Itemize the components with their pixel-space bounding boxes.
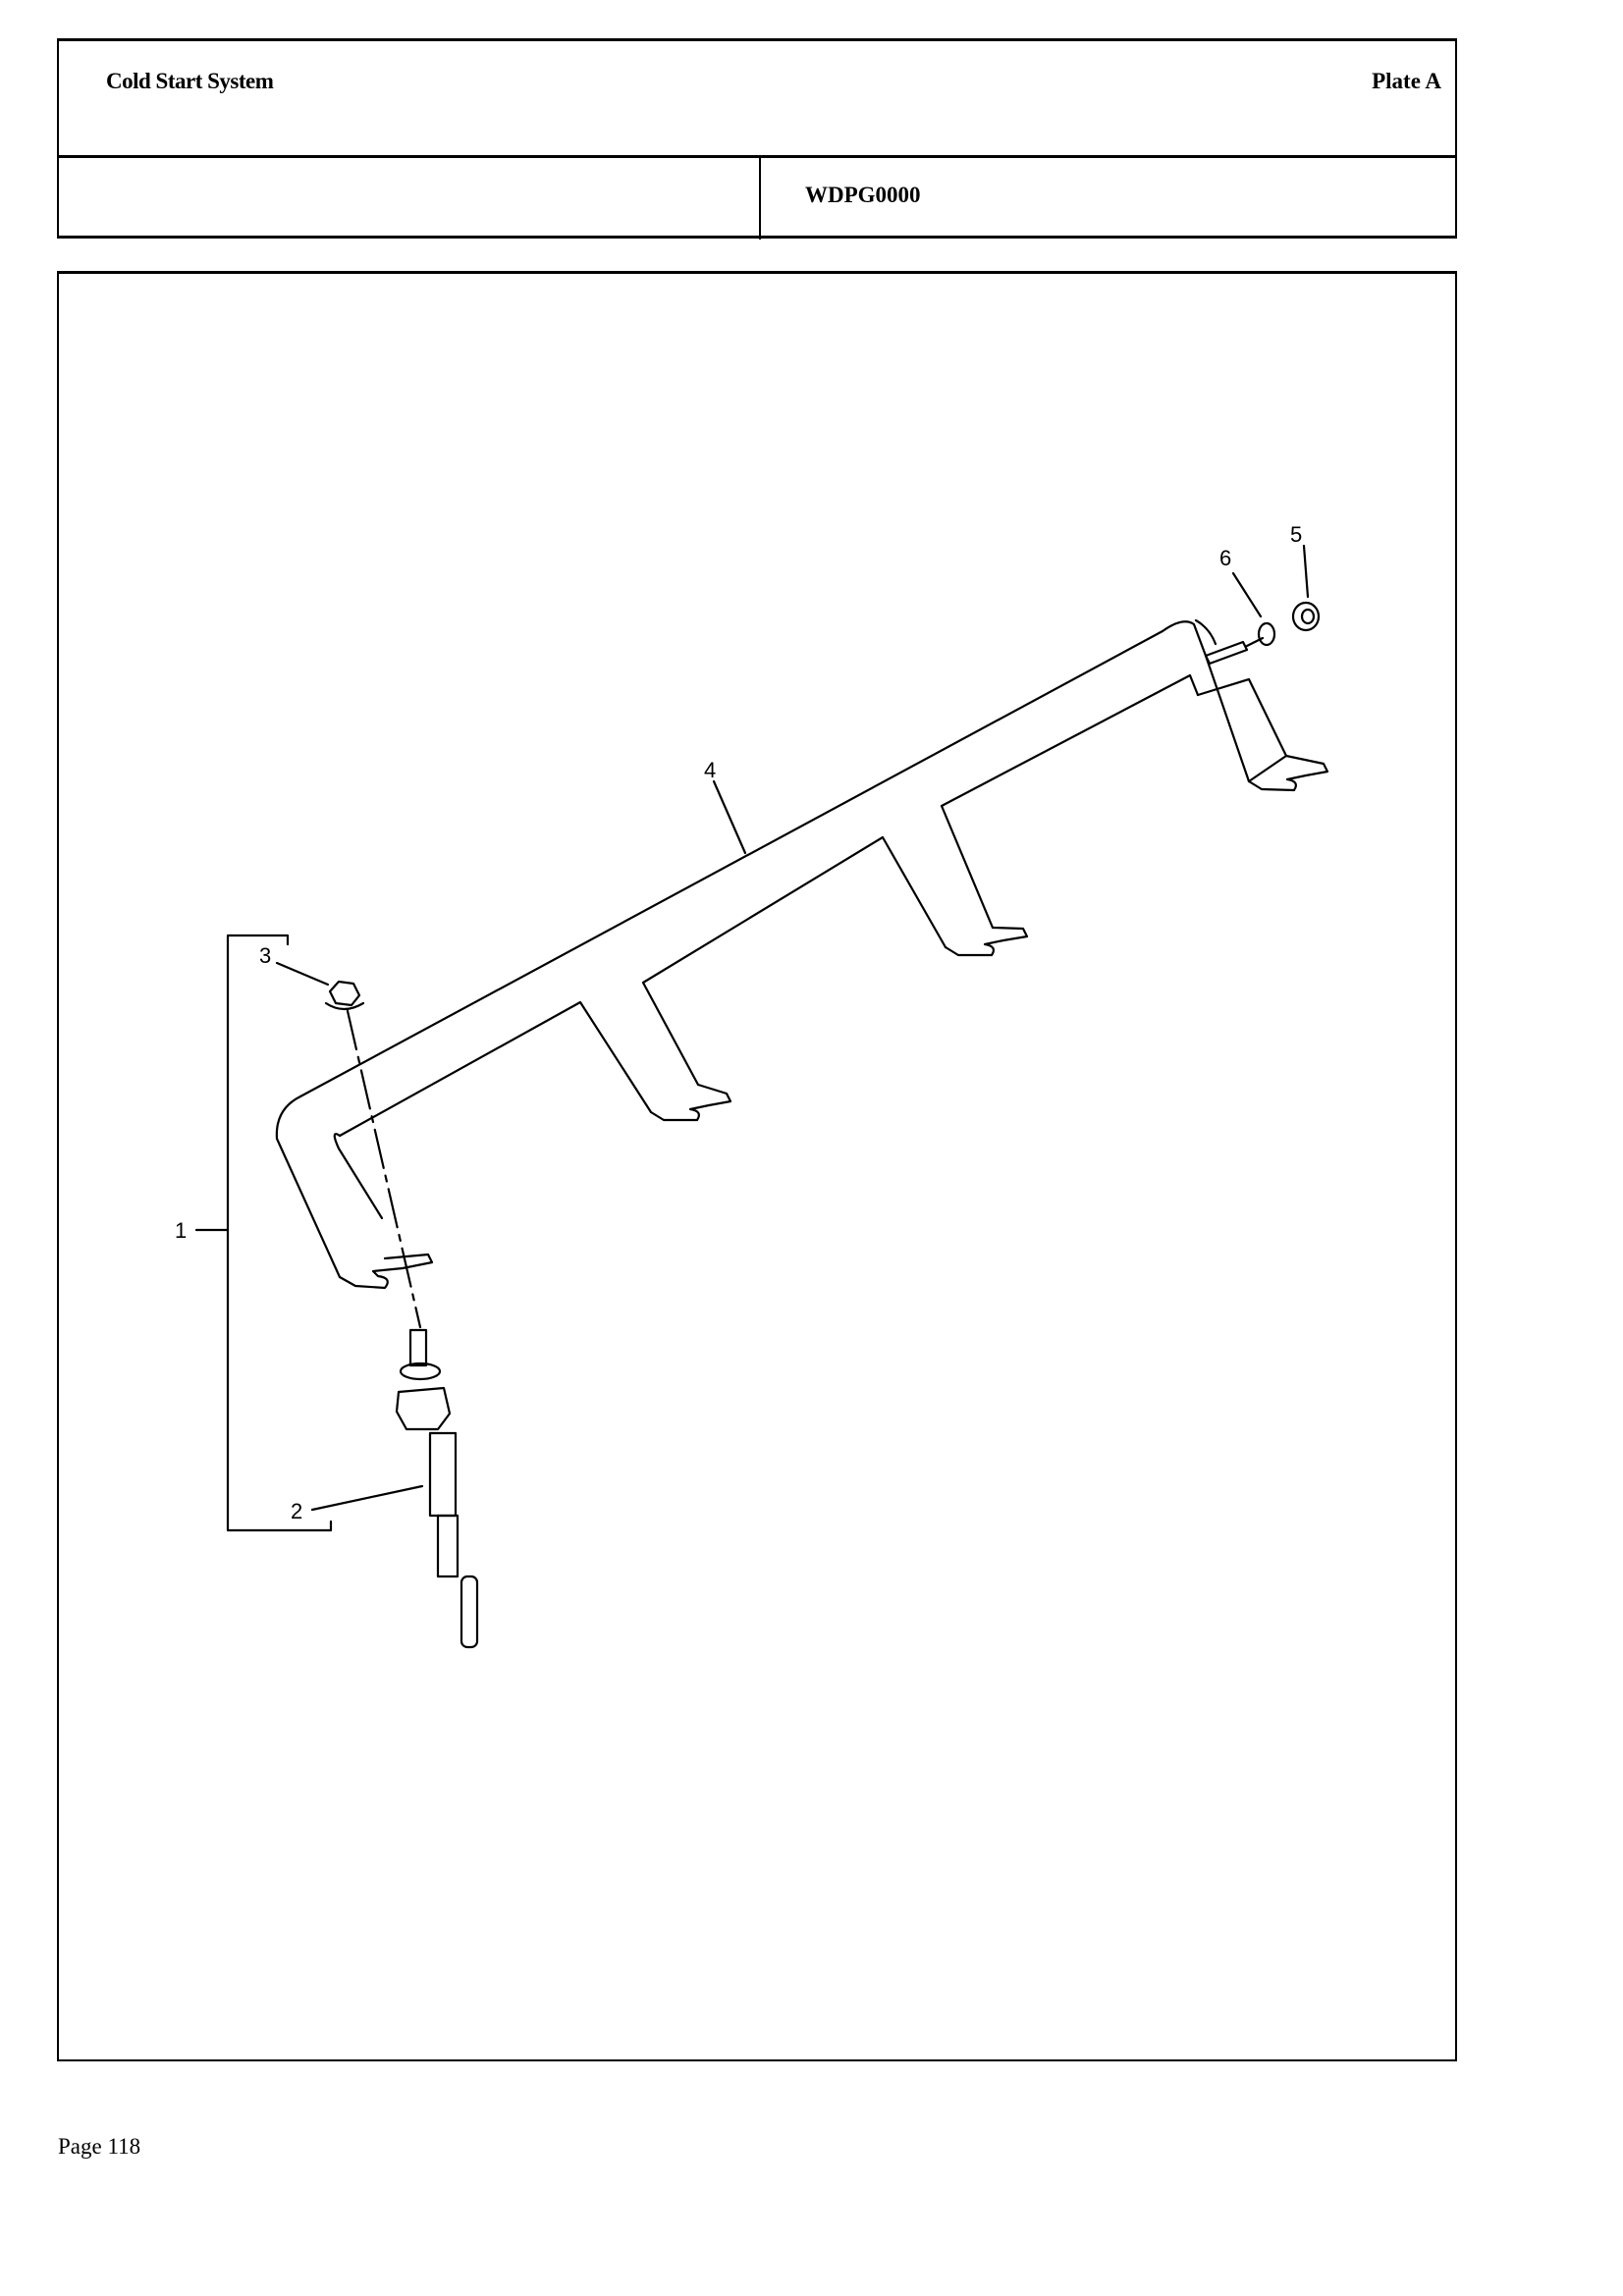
divider bbox=[759, 155, 761, 240]
stud-and-fasteners bbox=[1204, 601, 1321, 666]
callout-6: 6 bbox=[1219, 546, 1231, 570]
illustration-frame bbox=[57, 271, 1457, 2061]
callout-5: 5 bbox=[1290, 522, 1302, 547]
assembly-centerline bbox=[346, 1009, 422, 1329]
callout-leaders bbox=[275, 544, 1310, 1512]
callout-4: 4 bbox=[704, 758, 716, 782]
title-block: Cold Start System Plate A WDPG0000 bbox=[57, 38, 1457, 240]
page-number: Page 118 bbox=[58, 2134, 141, 2159]
plate-label: Plate A bbox=[1372, 69, 1441, 93]
assembly-bracket bbox=[194, 934, 333, 1532]
section-title: Cold Start System bbox=[106, 69, 274, 93]
washer-6 bbox=[1257, 621, 1276, 647]
title-row: Cold Start System Plate A bbox=[59, 41, 1455, 158]
callout-3: 3 bbox=[259, 943, 271, 968]
drawing-code: WDPG0000 bbox=[805, 183, 921, 207]
nut-5 bbox=[1291, 601, 1321, 632]
nut-3 bbox=[324, 980, 365, 1011]
glow-plug-harness-rail bbox=[275, 618, 1329, 1290]
callout-2: 2 bbox=[291, 1499, 302, 1523]
glow-plug bbox=[395, 1328, 479, 1649]
callout-1: 1 bbox=[175, 1218, 187, 1243]
